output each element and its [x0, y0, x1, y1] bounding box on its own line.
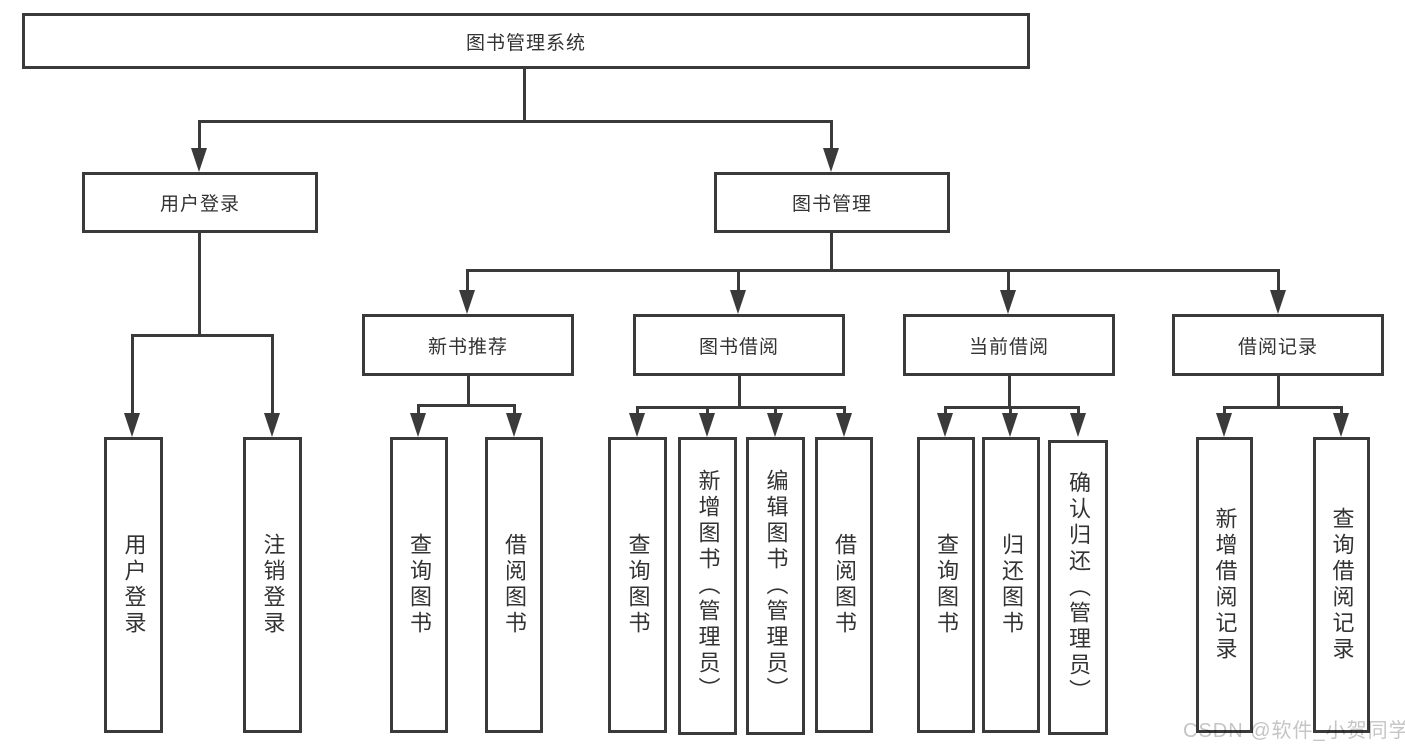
leaf-confirm-return-admin: 确认归还（管理员）	[1048, 440, 1108, 735]
node-user-login-label: 用户登录	[159, 194, 240, 215]
node-current-borrowing: 当前借阅	[903, 314, 1115, 376]
connector-line	[417, 404, 516, 407]
connector-line	[830, 120, 833, 150]
arrowhead-icon	[1216, 413, 1232, 437]
leaf-borrow-books-1: 借阅图书	[485, 437, 543, 733]
leaf-add-books-admin-label: 新增图书（管理员）	[695, 469, 721, 703]
leaf-add-borrow-record: 新增借阅记录	[1196, 437, 1253, 733]
arrowhead-icon	[823, 148, 839, 172]
connector-line	[1340, 406, 1343, 415]
connector-line	[198, 120, 832, 123]
arrowhead-icon	[459, 290, 475, 314]
connector-line	[738, 376, 741, 408]
arrowhead-icon	[1070, 413, 1086, 437]
arrowhead-icon	[1333, 413, 1349, 437]
node-current-borrowing-label: 当前借阅	[968, 336, 1049, 358]
connector-line	[944, 406, 947, 415]
arrowhead-icon	[1270, 290, 1286, 314]
leaf-user-login-label: 用户登录	[121, 533, 147, 637]
leaf-borrow-books-2-label: 借阅图书	[832, 533, 857, 637]
arrowhead-icon	[730, 290, 746, 314]
leaf-query-books-1: 查询图书	[390, 437, 448, 733]
node-library-system: 图书管理系统	[22, 13, 1030, 69]
connector-line	[466, 269, 469, 292]
leaf-add-borrow-record-label: 新增借阅记录	[1212, 507, 1238, 663]
leaf-query-borrow-record-label: 查询借阅记录	[1329, 507, 1355, 663]
arrowhead-icon	[410, 413, 426, 437]
connector-line	[198, 120, 201, 150]
node-user-login: 用户登录	[82, 172, 318, 233]
arrowhead-icon	[191, 148, 207, 172]
connector-line	[271, 334, 274, 415]
connector-line	[1008, 376, 1011, 408]
arrowhead-icon	[937, 413, 953, 437]
connector-line	[1277, 269, 1280, 292]
node-book-management-label: 图书管理	[791, 194, 872, 215]
connector-line	[944, 406, 1080, 409]
arrowhead-icon	[506, 413, 522, 437]
connector-line	[1009, 406, 1012, 415]
arrowhead-icon	[699, 413, 715, 437]
connector-line	[417, 404, 420, 415]
connector-line	[1223, 406, 1226, 415]
leaf-return-books: 归还图书	[982, 437, 1040, 733]
connector-line	[830, 233, 833, 271]
node-library-system-label: 图书管理系统	[465, 32, 586, 54]
leaf-logout: 注销登录	[243, 437, 302, 733]
connector-line	[1277, 376, 1280, 408]
connector-line	[843, 406, 846, 415]
leaf-query-books-2-label: 查询图书	[625, 533, 651, 637]
node-new-book-recommend: 新书推荐	[362, 314, 574, 376]
arrowhead-icon	[767, 413, 783, 437]
leaf-borrow-books-2: 借阅图书	[815, 437, 873, 733]
connector-line	[466, 269, 1280, 272]
leaf-query-books-1-label: 查询图书	[407, 533, 432, 637]
node-borrow-records-label: 借阅记录	[1237, 336, 1318, 358]
node-borrow-records: 借阅记录	[1172, 314, 1384, 376]
arrowhead-icon	[124, 413, 140, 437]
connector-line	[636, 406, 639, 415]
arrowhead-icon	[264, 413, 280, 437]
leaf-query-borrow-record: 查询借阅记录	[1313, 437, 1370, 733]
connector-line	[513, 404, 516, 415]
csdn-watermark: CSDN @软件_小贺同学	[1183, 720, 1405, 742]
connector-line	[131, 334, 274, 337]
arrowhead-icon	[836, 413, 852, 437]
connector-line	[636, 406, 846, 409]
connector-line	[706, 406, 709, 415]
node-new-book-recommend-label: 新书推荐	[427, 336, 508, 358]
leaf-query-books-2: 查询图书	[608, 437, 667, 733]
leaf-confirm-return-admin-label: 确认归还（管理员）	[1066, 470, 1091, 705]
leaf-edit-books-admin-label: 编辑图书（管理员）	[763, 469, 789, 703]
node-book-management: 图书管理	[714, 172, 950, 233]
connector-line	[1077, 406, 1080, 415]
leaf-user-login: 用户登录	[104, 437, 163, 733]
leaf-add-books-admin: 新增图书（管理员）	[678, 437, 737, 735]
connector-line	[1223, 406, 1343, 409]
connector-line	[737, 269, 740, 292]
leaf-edit-books-admin: 编辑图书（管理员）	[746, 437, 805, 735]
connector-line	[1007, 269, 1010, 292]
arrowhead-icon	[1000, 290, 1016, 314]
connector-line	[523, 69, 526, 122]
arrowhead-icon	[629, 413, 645, 437]
leaf-query-books-3-label: 查询图书	[934, 533, 959, 637]
connector-line	[774, 406, 777, 415]
leaf-query-books-3: 查询图书	[917, 437, 975, 733]
leaf-borrow-books-1-label: 借阅图书	[502, 533, 527, 637]
node-book-borrowing-label: 图书借阅	[698, 336, 779, 358]
connector-line	[131, 334, 134, 415]
leaf-logout-label: 注销登录	[260, 533, 286, 637]
leaf-return-books-label: 归还图书	[999, 533, 1024, 637]
node-book-borrowing: 图书借阅	[633, 314, 845, 376]
connector-line	[198, 233, 201, 336]
connector-line	[467, 376, 470, 406]
arrowhead-icon	[1002, 413, 1018, 437]
